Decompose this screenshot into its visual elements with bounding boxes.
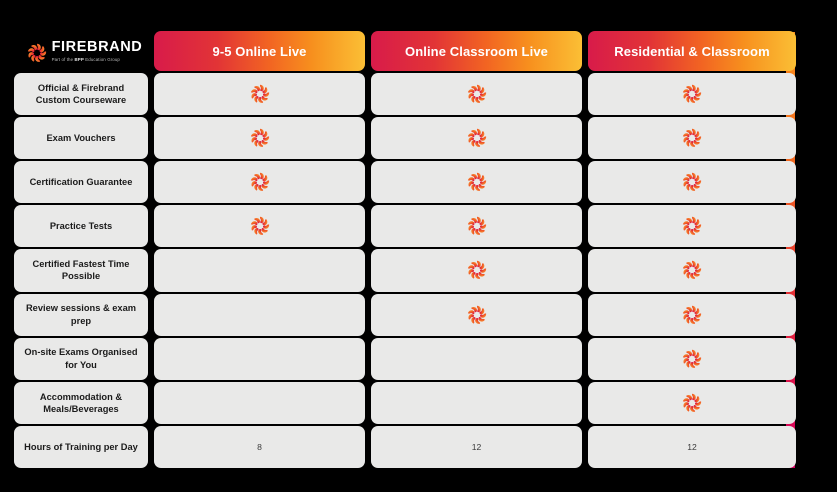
firebrand-pinwheel-icon: [679, 213, 705, 239]
feature-label-certification-guarantee: Certification Guarantee: [14, 161, 148, 204]
brand-logo: FIREBRAND Part of the BPP Education Grou…: [14, 31, 148, 71]
cell-value-hours-of-training-per-day-online-classroom-live: 12: [371, 425, 582, 468]
feature-label-review-sessions-exam-prep: Review sessions & exam prep: [14, 293, 148, 336]
firebrand-pinwheel-icon: [679, 125, 705, 151]
cell-empty-on-site-exams-organised-for-you-online-classroom-live: [371, 337, 582, 380]
feature-label-accommodation-meals-beverages: Accommodation & Meals/Beverages: [14, 381, 148, 424]
cell-check-on-site-exams-organised-for-you-residential-classroom: [588, 337, 796, 380]
cell-value-hours-of-training-per-day-online-live: 8: [154, 425, 365, 468]
firebrand-pinwheel-icon: [679, 390, 705, 416]
cell-check-certified-fastest-time-possible-residential-classroom: [588, 249, 796, 292]
feature-label-exam-vouchers: Exam Vouchers: [14, 117, 148, 160]
feature-label-practice-tests: Practice Tests: [14, 205, 148, 248]
firebrand-pinwheel-icon: [464, 257, 490, 283]
brand-wordmark: FIREBRAND Part of the BPP Education Grou…: [52, 40, 143, 62]
firebrand-pinwheel-icon: [679, 302, 705, 328]
firebrand-pinwheel-icon: [464, 213, 490, 239]
firebrand-pinwheel-icon: [679, 257, 705, 283]
cell-empty-review-sessions-exam-prep-online-live: [154, 293, 365, 336]
cell-check-exam-vouchers-residential-classroom: [588, 117, 796, 160]
feature-label-on-site-exams-organised-for-you: On-site Exams Organised for You: [14, 337, 148, 380]
firebrand-pinwheel-icon: [247, 125, 273, 151]
cell-empty-accommodation-meals-beverages-online-live: [154, 381, 365, 424]
column-header-online-classroom-live[interactable]: Online Classroom Live: [371, 31, 582, 71]
cell-check-official-firebrand-custom-courseware-online-live: [154, 73, 365, 116]
firebrand-pinwheel-icon: [464, 302, 490, 328]
firebrand-pinwheel-icon: [464, 125, 490, 151]
firebrand-pinwheel-icon: [247, 81, 273, 107]
cell-check-certified-fastest-time-possible-online-classroom-live: [371, 249, 582, 292]
firebrand-pinwheel-icon: [247, 213, 273, 239]
firebrand-pinwheel-icon: [464, 169, 490, 195]
comparison-grid: FIREBRAND Part of the BPP Education Grou…: [14, 31, 796, 468]
cell-check-exam-vouchers-online-classroom-live: [371, 117, 582, 160]
cell-check-review-sessions-exam-prep-residential-classroom: [588, 293, 796, 336]
cell-check-review-sessions-exam-prep-online-classroom-live: [371, 293, 582, 336]
cell-value-hours-of-training-per-day-residential-classroom: 12: [588, 425, 796, 468]
cell-empty-on-site-exams-organised-for-you-online-live: [154, 337, 365, 380]
firebrand-pinwheel-icon: [247, 169, 273, 195]
firebrand-pinwheel-icon: [679, 81, 705, 107]
cell-empty-accommodation-meals-beverages-online-classroom-live: [371, 381, 582, 424]
column-header-residential-classroom[interactable]: Residential & Classroom: [588, 31, 796, 71]
firebrand-pinwheel-icon: [464, 81, 490, 107]
feature-label-certified-fastest-time-possible: Certified Fastest Time Possible: [14, 249, 148, 292]
firebrand-pinwheel-icon: [679, 346, 705, 372]
cell-check-exam-vouchers-online-live: [154, 117, 365, 160]
cell-check-practice-tests-online-live: [154, 205, 365, 248]
cell-check-practice-tests-residential-classroom: [588, 205, 796, 248]
firebrand-pinwheel-icon: [24, 40, 46, 62]
cell-empty-certified-fastest-time-possible-online-live: [154, 249, 365, 292]
cell-check-official-firebrand-custom-courseware-residential-classroom: [588, 73, 796, 116]
column-header-online-live[interactable]: 9-5 Online Live: [154, 31, 365, 71]
cell-check-certification-guarantee-residential-classroom: [588, 161, 796, 204]
cell-check-practice-tests-online-classroom-live: [371, 205, 582, 248]
firebrand-pinwheel-icon: [679, 169, 705, 195]
cell-check-official-firebrand-custom-courseware-online-classroom-live: [371, 73, 582, 116]
brand-tagline: Part of the BPP Education Group: [51, 56, 120, 62]
feature-label-hours-of-training-per-day: Hours of Training per Day: [14, 425, 148, 468]
cell-check-certification-guarantee-online-live: [154, 161, 365, 204]
cell-check-certification-guarantee-online-classroom-live: [371, 161, 582, 204]
feature-label-official-firebrand-custom-courseware: Official & Firebrand Custom Courseware: [14, 73, 148, 116]
brand-name: FIREBRAND: [51, 39, 143, 56]
cell-check-accommodation-meals-beverages-residential-classroom: [588, 381, 796, 424]
